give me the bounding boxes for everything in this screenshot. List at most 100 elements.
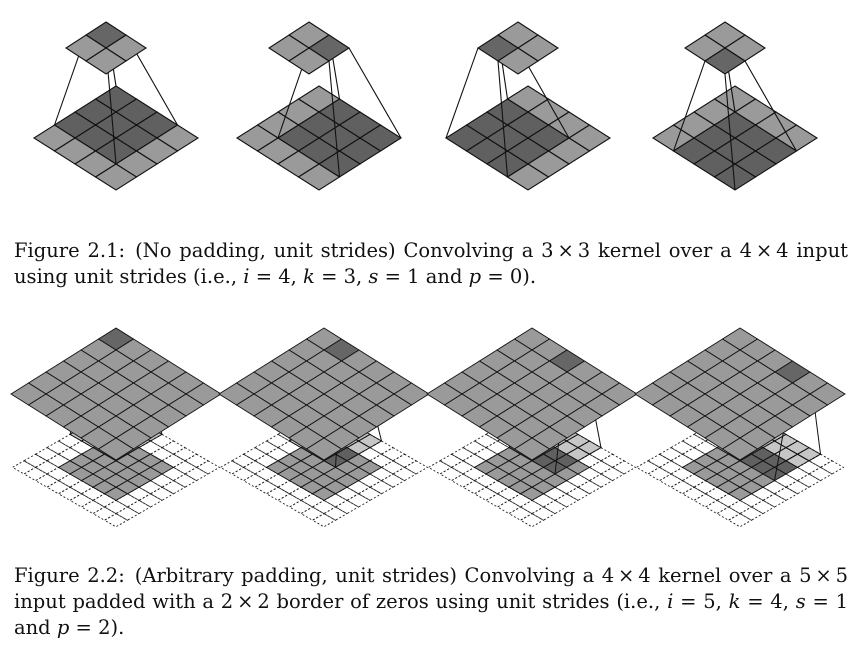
padding-cell <box>531 506 556 521</box>
padding-cell <box>57 447 83 462</box>
padding-cell <box>46 440 71 455</box>
padding-cell <box>588 460 614 475</box>
padding-cell <box>693 440 718 455</box>
receptive-field-line <box>328 60 341 178</box>
padding-cell <box>462 480 487 495</box>
padding-cell <box>11 460 37 475</box>
padding-cell <box>172 460 198 475</box>
padding-cell <box>658 460 684 475</box>
padding-cell <box>265 447 291 462</box>
padding-cell <box>334 499 360 515</box>
output-cell <box>97 437 135 461</box>
input-cell <box>103 486 129 501</box>
figure-2-2-panel <box>218 327 430 528</box>
padding-cell <box>161 453 186 468</box>
padding-cell <box>161 440 186 455</box>
receptive-field-line <box>744 60 797 152</box>
figure-2-2-panel <box>10 327 222 528</box>
output-cell <box>287 47 331 75</box>
padding-cell <box>288 499 314 515</box>
padding-cell <box>23 466 48 482</box>
padding-cell <box>92 506 117 521</box>
receptive-field-line <box>445 47 479 139</box>
padding-cell <box>496 499 522 515</box>
padding-cell <box>785 480 810 495</box>
padding-cell <box>670 453 695 468</box>
padding-cell <box>323 506 348 521</box>
padding-cell <box>172 447 198 462</box>
padding-cell <box>647 453 672 468</box>
padding-cell <box>346 493 371 508</box>
padding-cell <box>600 453 625 468</box>
padding-cell <box>588 473 614 488</box>
input-cell <box>297 163 341 191</box>
padding-cell <box>439 466 464 482</box>
padding-cell <box>693 493 718 508</box>
padding-cell <box>681 433 707 449</box>
output-cell <box>305 437 343 461</box>
padding-cell <box>519 499 545 515</box>
padding-cell <box>658 473 684 488</box>
padding-cell <box>681 447 707 462</box>
input-cell <box>727 486 753 501</box>
padding-cell <box>380 473 406 488</box>
padding-cell <box>138 493 163 508</box>
figure-2-2-panel <box>426 327 638 528</box>
output-cell <box>84 47 128 75</box>
padding-cell <box>69 493 94 508</box>
padding-cell <box>762 493 787 508</box>
padding-cell <box>300 506 325 521</box>
padding-cell <box>34 460 60 475</box>
figure-2-2-diagrams <box>10 327 846 528</box>
padding-cell <box>311 499 337 515</box>
padding-cell <box>149 447 175 462</box>
padding-cell <box>473 433 499 449</box>
padding-cell <box>126 499 152 515</box>
padding-cell <box>242 460 268 475</box>
padding-cell <box>554 493 579 508</box>
padding-cell <box>577 480 602 495</box>
padding-cell <box>611 460 637 475</box>
padding-cell <box>773 486 799 501</box>
padding-cell <box>658 447 684 462</box>
padding-cell <box>727 499 753 515</box>
padding-cell <box>311 513 337 528</box>
padding-cell <box>392 453 417 468</box>
padding-cell <box>149 486 175 501</box>
input-cell <box>311 486 337 501</box>
padding-cell <box>369 480 394 495</box>
padding-cell <box>357 486 383 501</box>
padding-cell <box>369 453 394 468</box>
padding-cell <box>254 480 279 495</box>
receptive-field-line <box>348 47 402 139</box>
padding-cell <box>380 447 406 462</box>
padding-cell <box>427 460 453 475</box>
padding-cell <box>254 440 279 455</box>
output-cell <box>513 437 551 461</box>
padding-cell <box>380 460 406 475</box>
padding-cell <box>103 499 129 515</box>
padding-cell <box>172 473 198 488</box>
output-cell <box>496 47 540 75</box>
padding-cell <box>265 486 291 501</box>
padding-cell <box>462 440 487 455</box>
figure-2-1-diagrams <box>32 21 819 191</box>
padding-cell <box>716 506 741 521</box>
padding-cell <box>80 499 106 515</box>
padding-cell <box>542 499 568 515</box>
figure-2-2-label: Figure 2.2: <box>14 564 125 587</box>
receptive-field-line <box>724 73 736 191</box>
figure-2-1-panel <box>32 21 200 191</box>
padding-cell <box>184 453 209 468</box>
padding-cell <box>23 453 48 468</box>
padding-cell <box>704 499 730 515</box>
padding-cell <box>485 493 510 508</box>
padding-cell <box>681 486 707 501</box>
padding-cell <box>265 433 291 449</box>
input-cell <box>506 163 550 191</box>
padding-cell <box>231 466 256 482</box>
padding-cell <box>57 486 83 501</box>
padding-cell <box>739 506 764 521</box>
figure-2-1-caption: Figure 2.1:(No padding, unit strides) Co… <box>14 238 848 290</box>
